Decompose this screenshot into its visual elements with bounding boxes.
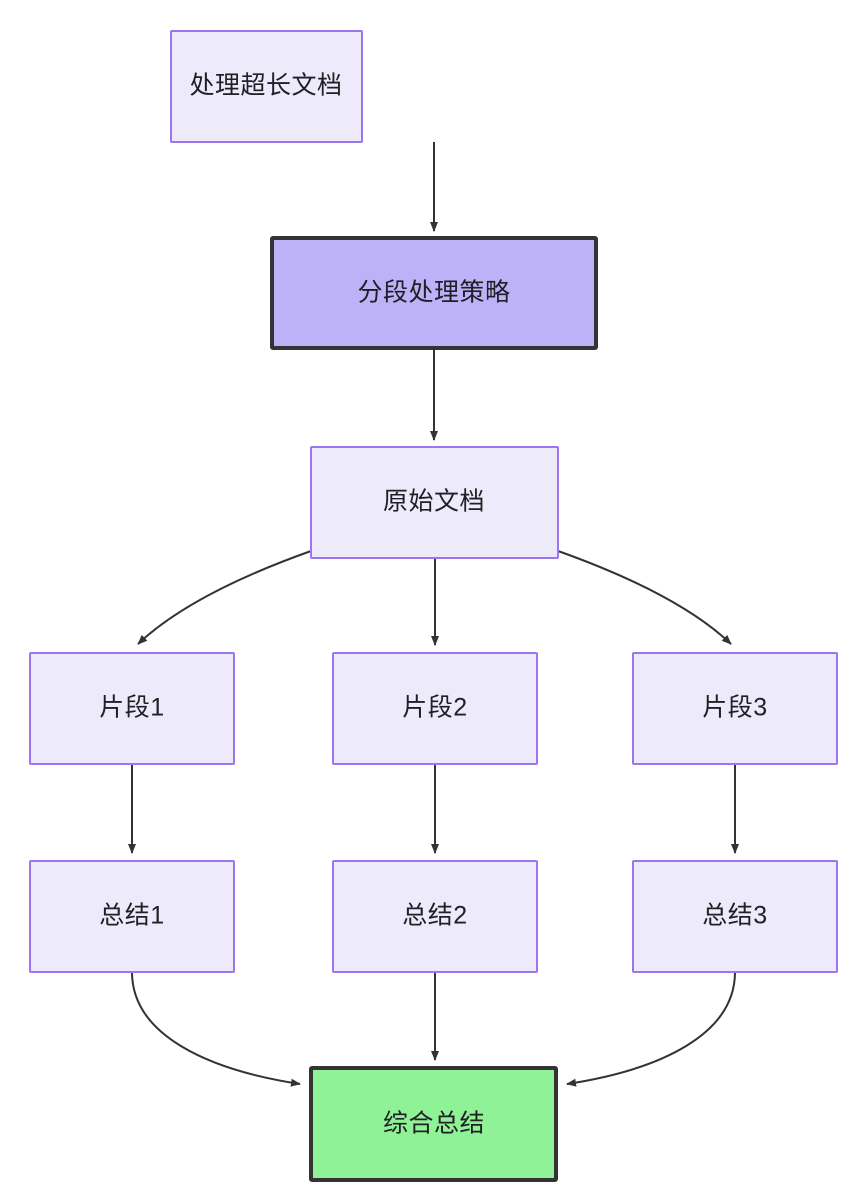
flow-node-n5[interactable]: 片段2 [332, 652, 538, 765]
node-box[interactable] [632, 860, 838, 973]
flow-node-n3[interactable]: 原始文档 [310, 446, 559, 559]
flow-node-n9[interactable]: 总结3 [632, 860, 838, 973]
node-box[interactable] [270, 236, 598, 350]
node-box[interactable] [632, 652, 838, 765]
flow-node-n7[interactable]: 总结1 [29, 860, 235, 973]
node-label: 片段3 [702, 694, 767, 722]
node-label: 总结1 [99, 902, 164, 930]
node-label: 总结2 [402, 902, 467, 930]
flow-node-n2[interactable]: 分段处理策略 [270, 236, 598, 350]
flow-edge-n3-n6 [557, 550, 732, 645]
flow-edge-n3-n4 [137, 550, 312, 645]
flow-node-n8[interactable]: 总结2 [332, 860, 538, 973]
node-label: 处理超长文档 [189, 72, 342, 100]
node-label: 分段处理策略 [357, 279, 510, 307]
node-box[interactable] [29, 860, 235, 973]
edges-layer [128, 142, 739, 1087]
node-label: 总结3 [702, 902, 767, 930]
node-label: 片段2 [402, 694, 467, 722]
flow-edge-n7-n10 [131, 971, 301, 1087]
flow-node-n10[interactable]: 综合总结 [309, 1066, 558, 1182]
node-label: 原始文档 [383, 488, 485, 516]
flow-node-n4[interactable]: 片段1 [29, 652, 235, 765]
node-label: 片段1 [99, 694, 164, 722]
flow-node-n6[interactable]: 片段3 [632, 652, 838, 765]
node-box[interactable] [170, 30, 363, 143]
flow-edge-n9-n10 [566, 971, 736, 1087]
flow-node-n1[interactable]: 处理超长文档 [170, 30, 363, 143]
node-box[interactable] [332, 652, 538, 765]
node-box[interactable] [332, 860, 538, 973]
node-label: 综合总结 [383, 1110, 485, 1138]
node-box[interactable] [309, 1066, 558, 1182]
node-box[interactable] [310, 446, 559, 559]
node-box[interactable] [29, 652, 235, 765]
